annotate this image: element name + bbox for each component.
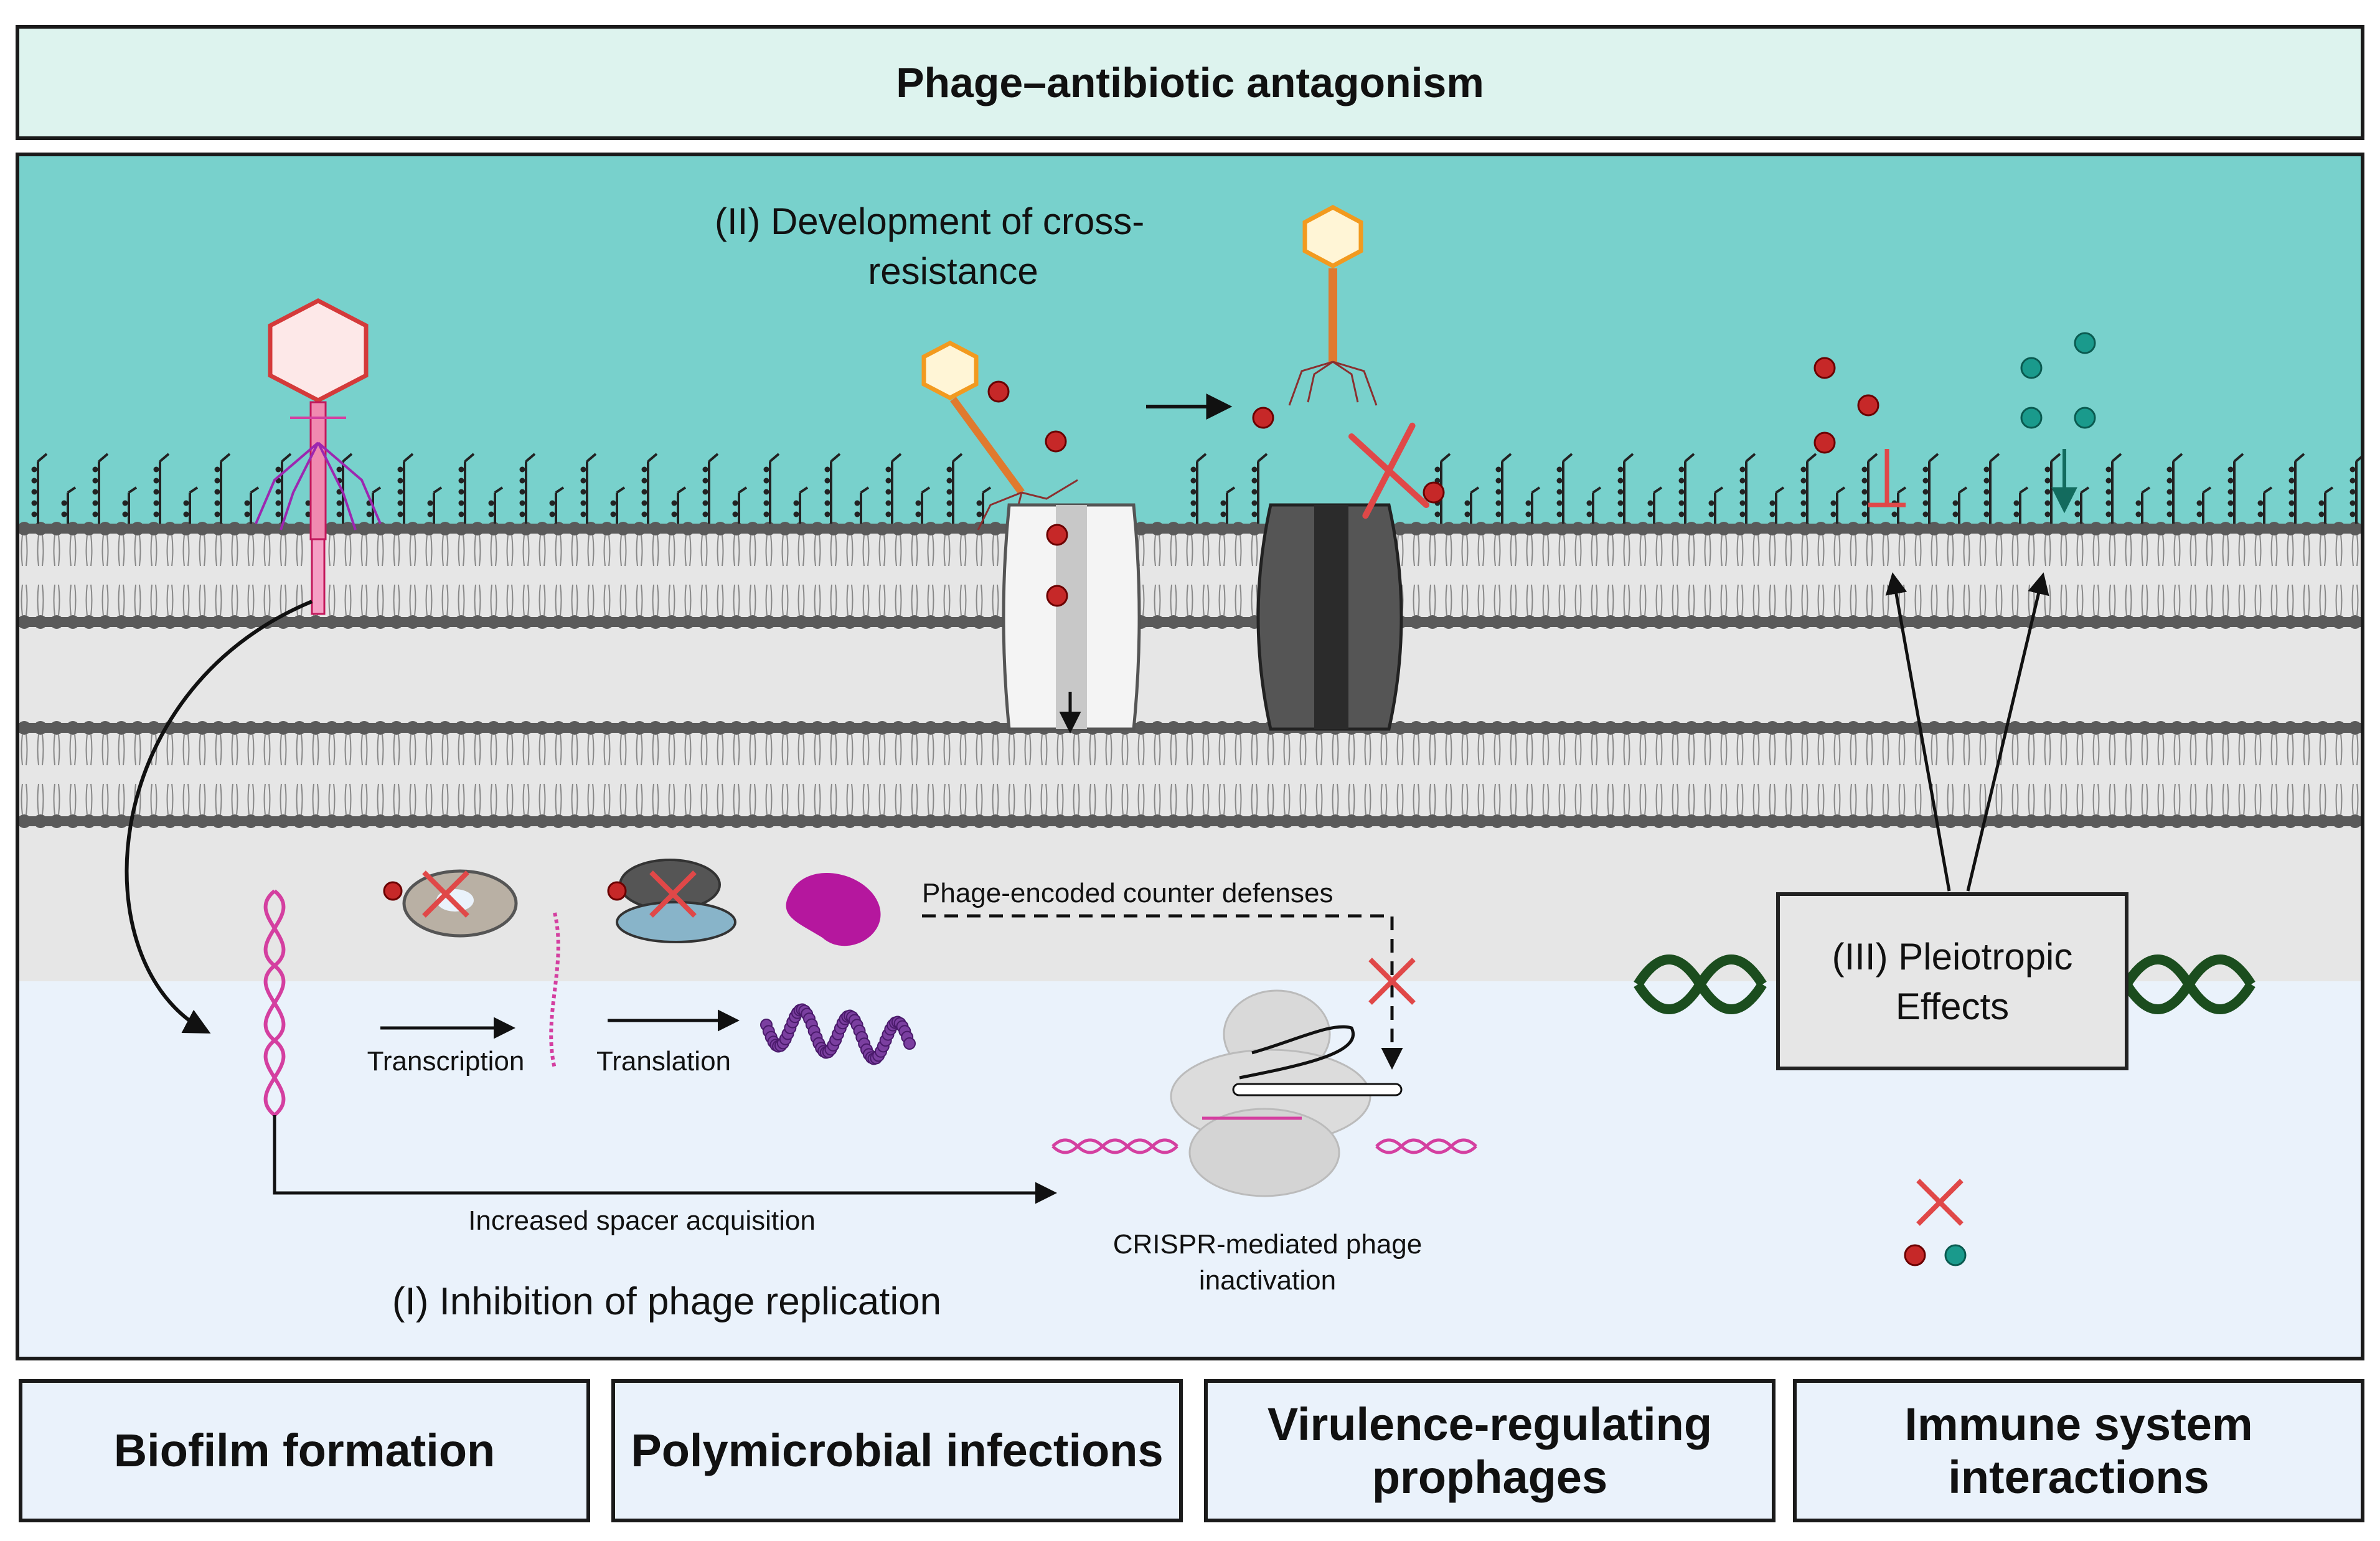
- main-panel: (II) Development of cross- resistance Ph…: [16, 153, 2364, 1360]
- combo-block-x: [1916, 1179, 1964, 1226]
- polypeptide-chain: [760, 1003, 916, 1065]
- crispr-complex: [1051, 989, 1477, 1197]
- spacer-acquisition-label: Increased spacer acquisition: [468, 1205, 816, 1236]
- rna-polymerase: [383, 869, 518, 938]
- pleiotropic-arrow-1: [1885, 572, 1951, 892]
- host-dna-right: [2122, 954, 2255, 1014]
- inner-membrane: [19, 721, 2361, 828]
- biofilm-formation-box: Biofilm formation: [19, 1379, 590, 1522]
- extracellular-space: [19, 156, 2361, 533]
- inhibit-symbol: [1868, 449, 1906, 507]
- biofilm-label: Biofilm formation: [113, 1425, 496, 1477]
- combo-antibiotic: [1904, 1244, 1926, 1266]
- polymicrobial-label: Polymicrobial infections: [631, 1425, 1164, 1477]
- polymicrobial-infections-box: Polymicrobial infections: [611, 1379, 1183, 1522]
- combo-teal-molecule: [1944, 1244, 1967, 1266]
- large-phage: [255, 298, 382, 615]
- pleiotropic-label-1: (III) Pleiotropic: [1832, 936, 2073, 978]
- phage-blocked: [1288, 205, 1378, 406]
- counter-defenses-label: Phage-encoded counter defenses: [922, 878, 1333, 908]
- translation-label: Translation: [596, 1046, 731, 1077]
- counter-defense-protein: [786, 873, 881, 946]
- diagram-title: Phage–antibiotic antagonism: [896, 59, 1484, 106]
- immune-interactions-box: Immune system interactions: [1793, 1379, 2364, 1522]
- pleiotropic-box: [1776, 892, 2128, 1070]
- transcription-label: Transcription: [367, 1046, 525, 1077]
- inhibition-label: (I) Inhibition of phage replication: [392, 1280, 941, 1323]
- phage-on-porin: [921, 341, 1078, 537]
- open-porin: [1002, 503, 1141, 733]
- ribosome: [607, 859, 736, 943]
- cross-resistance-label-1: (II) Development of cross-: [715, 200, 1144, 242]
- immune-label-2: interactions: [1948, 1451, 2209, 1503]
- pleiotropic-arrow-2: [1966, 572, 2049, 892]
- spacer-acquisition-arrow: [273, 1115, 1057, 1204]
- immune-label-1: Immune system: [1904, 1398, 2253, 1450]
- injection-arrow: [125, 600, 313, 1034]
- host-dna-left: [1634, 954, 1767, 1014]
- crispr-label-2: inactivation: [1199, 1265, 1336, 1296]
- lps-layer: [31, 453, 2361, 524]
- outer-membrane: [19, 522, 2361, 629]
- phage-dna-helix: [263, 889, 286, 1117]
- pleiotropic-label-2: Effects: [1896, 986, 2009, 1027]
- cross-resistance-label-2: resistance: [868, 250, 1038, 292]
- crispr-label-1: CRISPR-mediated phage: [1113, 1229, 1422, 1260]
- virulence-label-1: Virulence-regulating: [1267, 1398, 1713, 1450]
- title-bar: Phage–antibiotic antagonism: [16, 25, 2364, 140]
- mrna-strand: [549, 912, 560, 1069]
- antibiotic-molecules: [987, 332, 2096, 607]
- virulence-prophages-box: Virulence-regulating prophages: [1204, 1379, 1776, 1522]
- block-x-porin: [1348, 422, 1429, 519]
- closed-porin: [1256, 503, 1403, 731]
- counter-defense-block-x: [1368, 958, 1416, 1005]
- counter-defense-arrow: [922, 914, 1403, 1070]
- virulence-label-2: prophages: [1371, 1451, 1608, 1503]
- mechanism-diagram: (II) Development of cross- resistance Ph…: [19, 156, 2361, 1357]
